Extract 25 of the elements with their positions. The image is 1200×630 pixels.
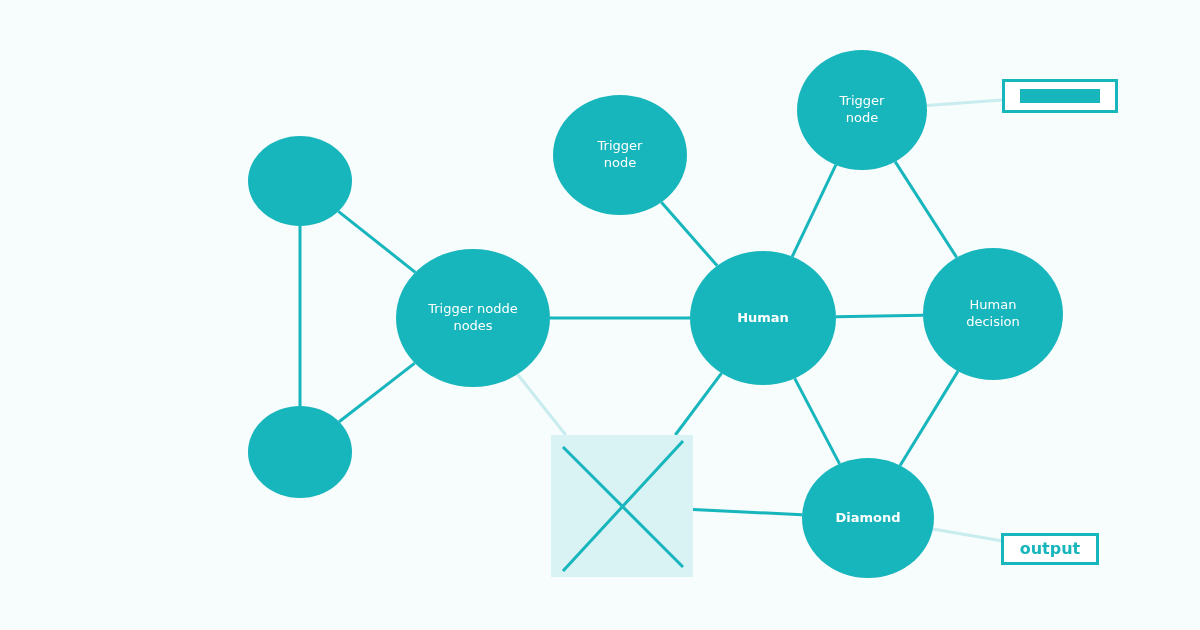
- connector-line: [898, 370, 960, 467]
- output-box: [1001, 533, 1099, 565]
- node-label: Human: [736, 309, 790, 327]
- connector-line: [692, 507, 803, 517]
- node-label: Human decision: [965, 297, 1021, 331]
- connector-line: [926, 98, 1003, 107]
- connector-line: [660, 201, 719, 267]
- node-label: Trigger node: [596, 138, 644, 172]
- connector-line: [932, 527, 1002, 543]
- connector-line: [550, 316, 690, 320]
- connector-line: [337, 210, 417, 274]
- connector-line: [674, 372, 723, 436]
- connector-line: [835, 313, 924, 319]
- connector-line: [793, 377, 841, 465]
- connector-line: [338, 361, 416, 423]
- node-label: Trigger nodde nodes: [427, 301, 519, 335]
- node-label: Diamond: [834, 509, 902, 527]
- node-label: output: [1018, 538, 1082, 560]
- cross-box: [551, 435, 693, 577]
- label-box: [1002, 79, 1118, 113]
- connector-line: [790, 164, 838, 258]
- connector-line: [298, 226, 302, 406]
- node-label: Trigger node: [838, 93, 886, 127]
- connector-line: [893, 160, 958, 259]
- connector-line: [516, 373, 567, 436]
